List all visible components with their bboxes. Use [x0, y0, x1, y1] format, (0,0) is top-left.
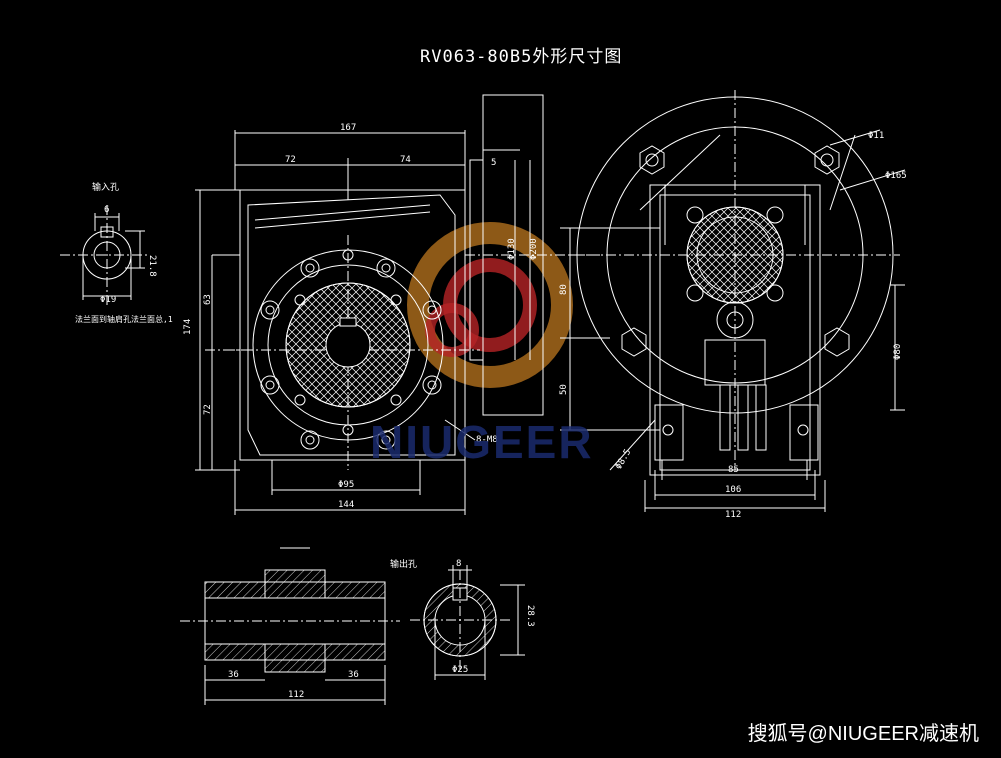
input-key-width: 6 — [104, 205, 109, 215]
input-note: 法兰面到轴肩孔法兰面总,1 — [75, 314, 173, 324]
watermark-text: NIUGEER — [370, 416, 594, 468]
drawing-title: RV063-80B5外形尺寸图 — [420, 47, 623, 67]
right-foot-outer: 112 — [725, 510, 741, 520]
right-bolt-hole: Φ11 — [868, 131, 884, 141]
front-bolt-spec: 8-M8 — [476, 435, 498, 445]
right-pcd: Φ165 — [885, 171, 907, 181]
input-hole-heading: 输入孔 — [92, 181, 119, 193]
shaft-total: 112 — [288, 690, 304, 700]
right-foot-mid: 106 — [725, 485, 741, 495]
front-overall-width: 167 — [340, 123, 356, 133]
front-view — [195, 130, 480, 515]
shaft-section — [180, 547, 400, 705]
output-hole-heading: 输出孔 — [390, 558, 417, 570]
right-foot-inner: 85 — [728, 465, 739, 475]
side-flange-dia: Φ200 — [529, 238, 539, 260]
right-view — [560, 90, 906, 512]
right-lower-height: 50 — [559, 384, 569, 395]
shaft-left-len: 36 — [228, 670, 239, 680]
front-lower: 72 — [203, 404, 213, 415]
footer-credit: 搜狐号@NIUGEER减速机 — [747, 723, 979, 745]
output-key-width: 8 — [456, 559, 461, 569]
front-height: 174 — [183, 319, 193, 335]
front-upper: 63 — [203, 294, 213, 305]
right-shaft-dia: Φ80 — [893, 344, 903, 360]
right-foot-hole: Φ8.5 — [614, 448, 634, 472]
output-diameter: Φ25 — [452, 665, 468, 675]
input-depth: 21.8 — [147, 255, 157, 277]
front-bore: Φ95 — [338, 480, 354, 490]
front-left-half: 72 — [285, 155, 296, 165]
right-center-height: 80 — [559, 284, 569, 295]
side-flange-offset: 5 — [491, 158, 496, 168]
side-view — [465, 94, 600, 416]
input-diameter: Φ19 — [100, 295, 116, 305]
side-spigot: Φ130 — [507, 238, 517, 260]
front-base: 144 — [338, 500, 354, 510]
front-right-half: 74 — [400, 155, 411, 165]
output-hole-detail — [410, 565, 525, 680]
shaft-right-len: 36 — [348, 670, 359, 680]
output-depth: 28.3 — [525, 605, 535, 627]
input-hole-detail — [60, 205, 150, 305]
